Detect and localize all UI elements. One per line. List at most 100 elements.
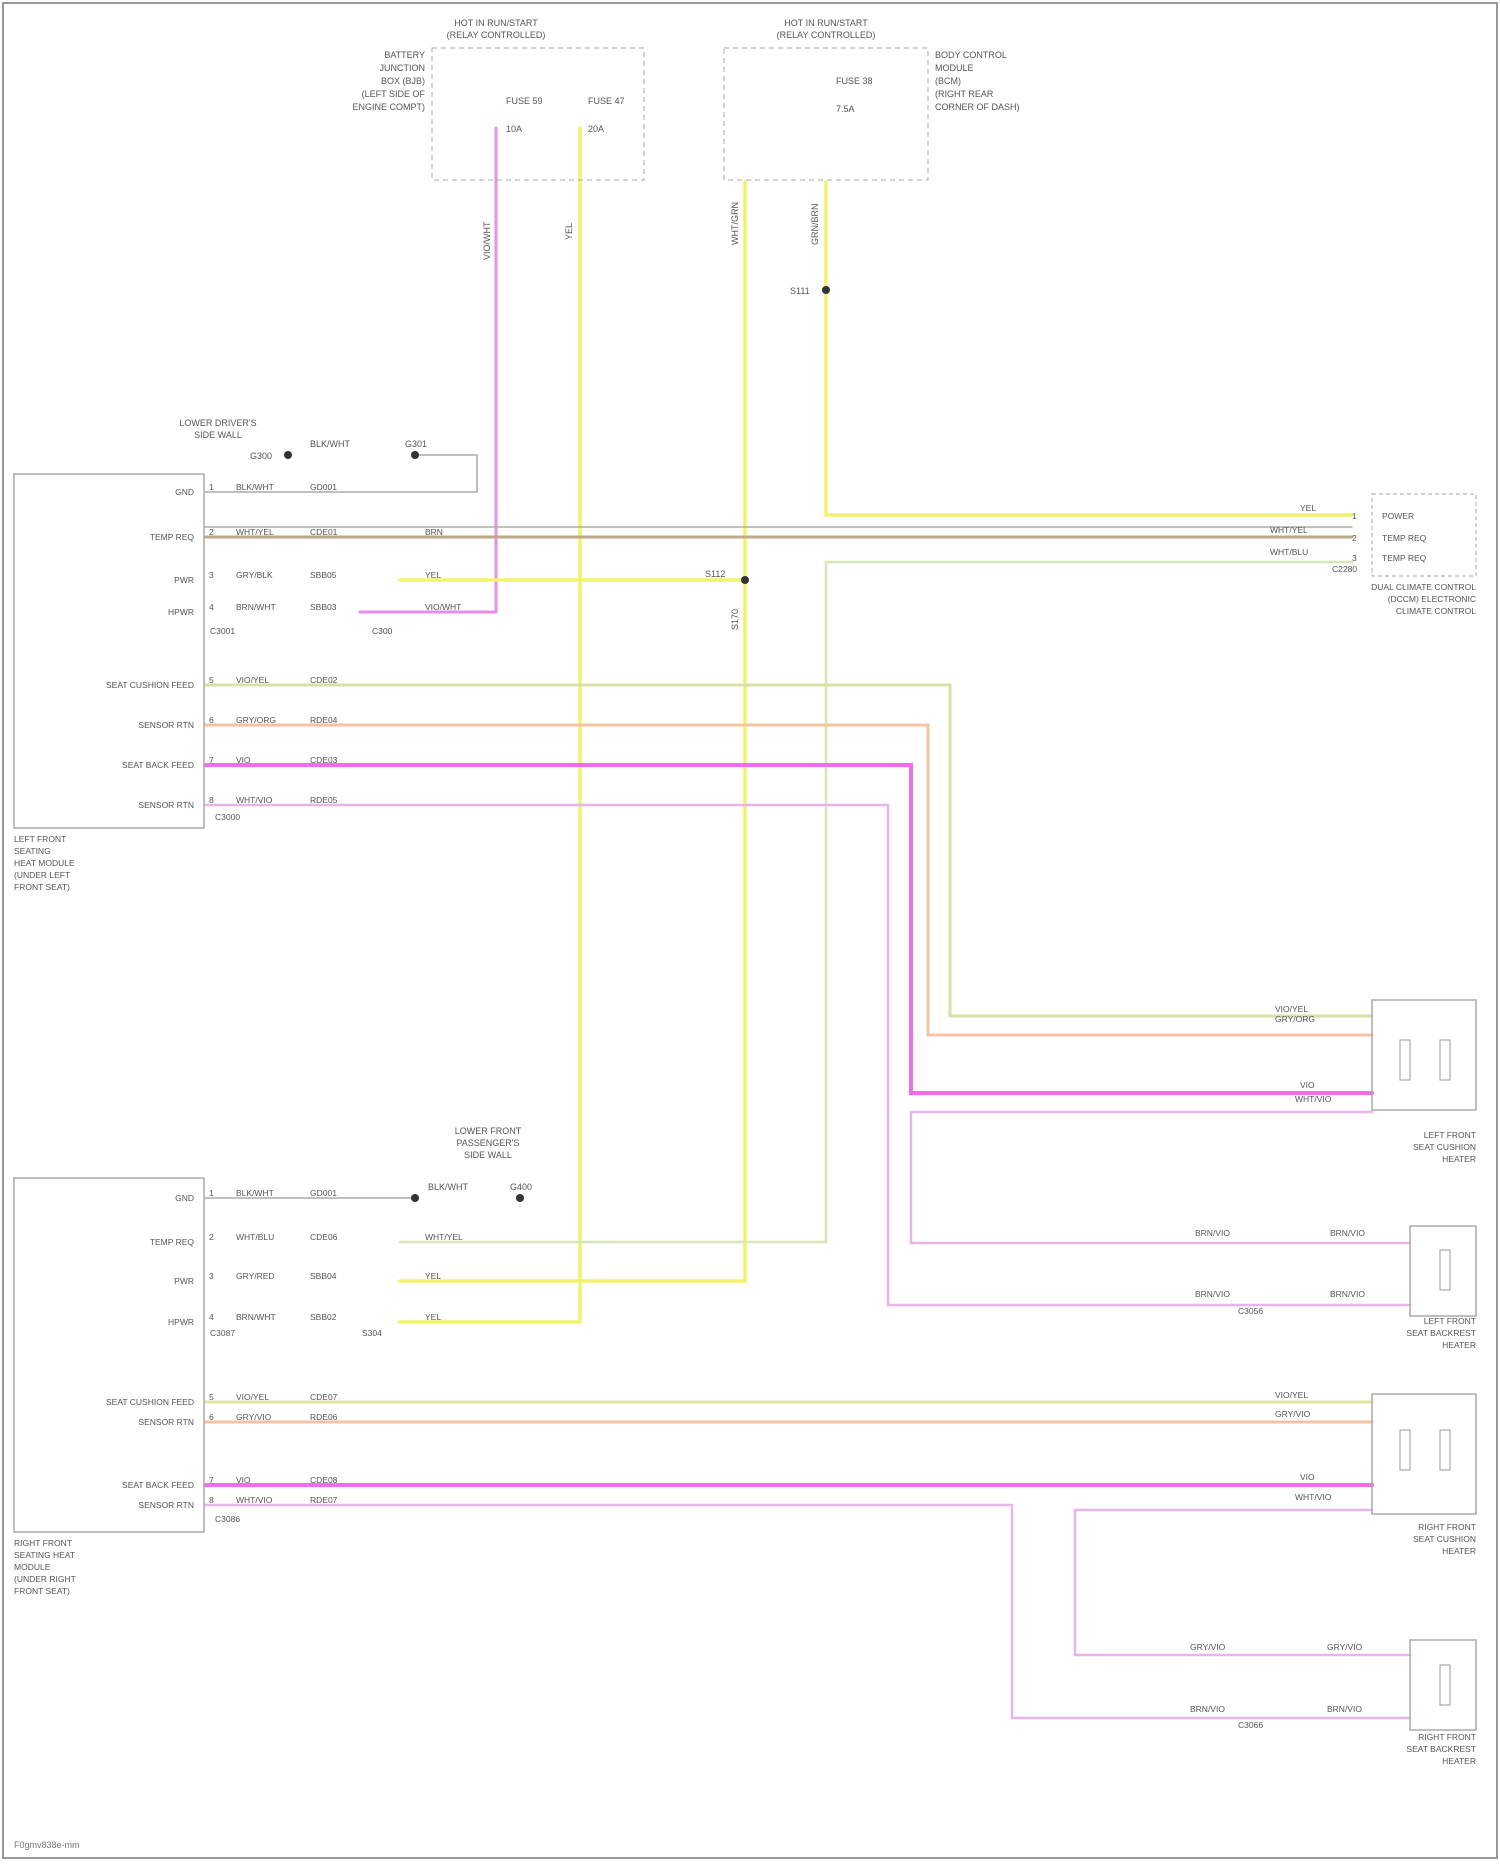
wires	[205, 128, 1410, 1718]
left-module-pin-circuit: SBB05	[310, 570, 337, 580]
lb-wire-2: BRN/VIO	[1330, 1228, 1365, 1238]
wire-temp-req-right	[400, 562, 1352, 1242]
ground-dot	[411, 1194, 419, 1202]
right-module-pin-num: 6	[209, 1412, 214, 1422]
lc-wire-4: WHT/VIO	[1295, 1094, 1332, 1104]
left-module-pin-num: 6	[209, 715, 214, 725]
wire-yel-bcm	[400, 182, 745, 1281]
right-module-pin-circuit: CDE08	[310, 1475, 338, 1485]
splices	[284, 286, 830, 1202]
left-module-extra-2: C300	[372, 626, 393, 636]
switch-name-3: CLIMATE CONTROL	[1396, 606, 1476, 616]
relay2-loc-2: MODULE	[935, 63, 974, 73]
rc-name-1: RIGHT FRONT	[1418, 1522, 1476, 1532]
lb-wire-1: BRN/VIO	[1195, 1228, 1230, 1238]
right-module-pin-num: 7	[209, 1475, 214, 1485]
right-module-pin-label: SEAT BACK FEED	[122, 1480, 194, 1490]
lc-wire-1: VIO/YEL	[1275, 1004, 1308, 1014]
right-module-pin-label: TEMP REQ	[150, 1237, 195, 1247]
wire-l-cushion-feed	[205, 685, 1372, 1016]
left-module-name-1: LEFT FRONT	[14, 834, 66, 844]
switch-pin2-label: TEMP REQ	[1382, 533, 1427, 543]
right-back-box	[1410, 1640, 1476, 1730]
right-module-pin-num: 4	[209, 1312, 214, 1322]
left-module-pin-wire: GRY/ORG	[236, 715, 276, 725]
wire-label-yel: YEL	[564, 223, 574, 240]
right-module-pin-circuit: GD001	[310, 1188, 337, 1198]
right-module-name-4: (UNDER RIGHT	[14, 1574, 76, 1584]
wire-label-vio-wht: VIO/WHT	[482, 221, 492, 260]
left-module-pin-wire2: BRN	[425, 527, 443, 537]
diagram-labels: HOT IN RUN/START (RELAY CONTROLLED) BATT…	[179, 18, 1019, 1192]
right-module-pin-num: 8	[209, 1495, 214, 1505]
right-module-connector: C3086	[215, 1514, 240, 1524]
splice-label-1: S111	[790, 286, 810, 296]
rb-name-1: RIGHT FRONT	[1418, 1732, 1476, 1742]
heater-element	[1440, 1430, 1450, 1470]
heater-element	[1400, 1430, 1410, 1470]
switch-pin2-num: 2	[1352, 533, 1357, 543]
right-module-pin-wire: WHT/VIO	[236, 1495, 273, 1505]
switch-pin3-wire: WHT/BLU	[1270, 547, 1308, 557]
switch-pin3-label: TEMP REQ	[1382, 553, 1427, 563]
left-module-pin-num: 7	[209, 755, 214, 765]
relay1-loc-2: JUNCTION	[380, 63, 426, 73]
left-module-pin-num: 3	[209, 570, 214, 580]
right-module-pin-label: GND	[175, 1193, 194, 1203]
relay1-loc-1: BATTERY	[384, 50, 425, 60]
wire-l-back-loop	[911, 1112, 1410, 1243]
right-module-pin-label: PWR	[174, 1276, 194, 1286]
rc-wire-2: GRY/VIO	[1275, 1409, 1311, 1419]
left-module-name-5: FRONT SEAT)	[14, 882, 70, 892]
left-module-pin-circuit: GD001	[310, 482, 337, 492]
ground1-id-left: G300	[250, 451, 272, 461]
left-module-extra-1: C3001	[210, 626, 235, 636]
lc-wire-2: GRY/ORG	[1275, 1014, 1315, 1024]
right-module-pin-wire: BLK/WHT	[236, 1188, 274, 1198]
lb-connector: C3056	[1238, 1306, 1263, 1316]
ground2-label-1: LOWER FRONT	[455, 1126, 522, 1136]
switch-pin1-num: 1	[1352, 511, 1357, 521]
left-module-pin-circuit: SBB03	[310, 602, 337, 612]
left-back-box	[1410, 1226, 1476, 1316]
wire-r-back-loop	[1075, 1510, 1410, 1655]
right-module-pin-num: 2	[209, 1232, 214, 1242]
left-module-pin-wire: VIO/YEL	[236, 675, 269, 685]
right-module-name-1: RIGHT FRONT	[14, 1538, 72, 1548]
fuse47-rating: 20A	[588, 124, 604, 134]
relay1-loc-4: (LEFT SIDE OF	[362, 89, 426, 99]
page-border	[3, 3, 1497, 1858]
fuse47-name: FUSE 47	[588, 96, 625, 106]
right-module-pin-wire2: YEL	[425, 1271, 441, 1281]
ground1-id-right: G301	[405, 439, 427, 449]
right-module-pin-num: 5	[209, 1392, 214, 1402]
left-module-pin-wire: BLK/WHT	[236, 482, 274, 492]
splice-label-2: S112	[705, 569, 725, 579]
left-module-pin-num: 4	[209, 602, 214, 612]
relay2-loc-5: CORNER OF DASH)	[935, 102, 1020, 112]
right-module-pin-wire2: WHT/YEL	[425, 1232, 463, 1242]
left-module-pins: GND1BLK/WHTGD001TEMP REQ2WHT/YELCDE01BRN…	[106, 482, 461, 810]
lc-wire-3: VIO	[1300, 1080, 1315, 1090]
right-module-name-3: MODULE	[14, 1562, 51, 1572]
left-module-pin-label: GND	[175, 487, 194, 497]
heater-element	[1440, 1665, 1450, 1705]
wire-vio-wht	[360, 128, 496, 612]
splice-dot	[741, 576, 749, 584]
right-module-extra-1: C3087	[210, 1328, 235, 1338]
left-cushion-box	[1372, 1000, 1476, 1110]
switch-pin3-num: 3	[1352, 553, 1357, 563]
right-module-pin-wire: VIO/YEL	[236, 1392, 269, 1402]
diagram-code: F0gmv838e-mm	[14, 1840, 80, 1850]
switch-name-1: DUAL CLIMATE CONTROL	[1371, 582, 1476, 592]
ground2-id: G400	[510, 1182, 532, 1192]
left-module-pin-circuit: CDE01	[310, 527, 338, 537]
heater-element	[1440, 1040, 1450, 1080]
lc-name-1: LEFT FRONT	[1424, 1130, 1476, 1140]
switch-name-2: (DCCM) ELECTRONIC	[1388, 594, 1476, 604]
right-module-box	[14, 1178, 204, 1532]
rc-wire-3: VIO	[1300, 1472, 1315, 1482]
left-module-pin-label: SEAT CUSHION FEED	[106, 680, 194, 690]
